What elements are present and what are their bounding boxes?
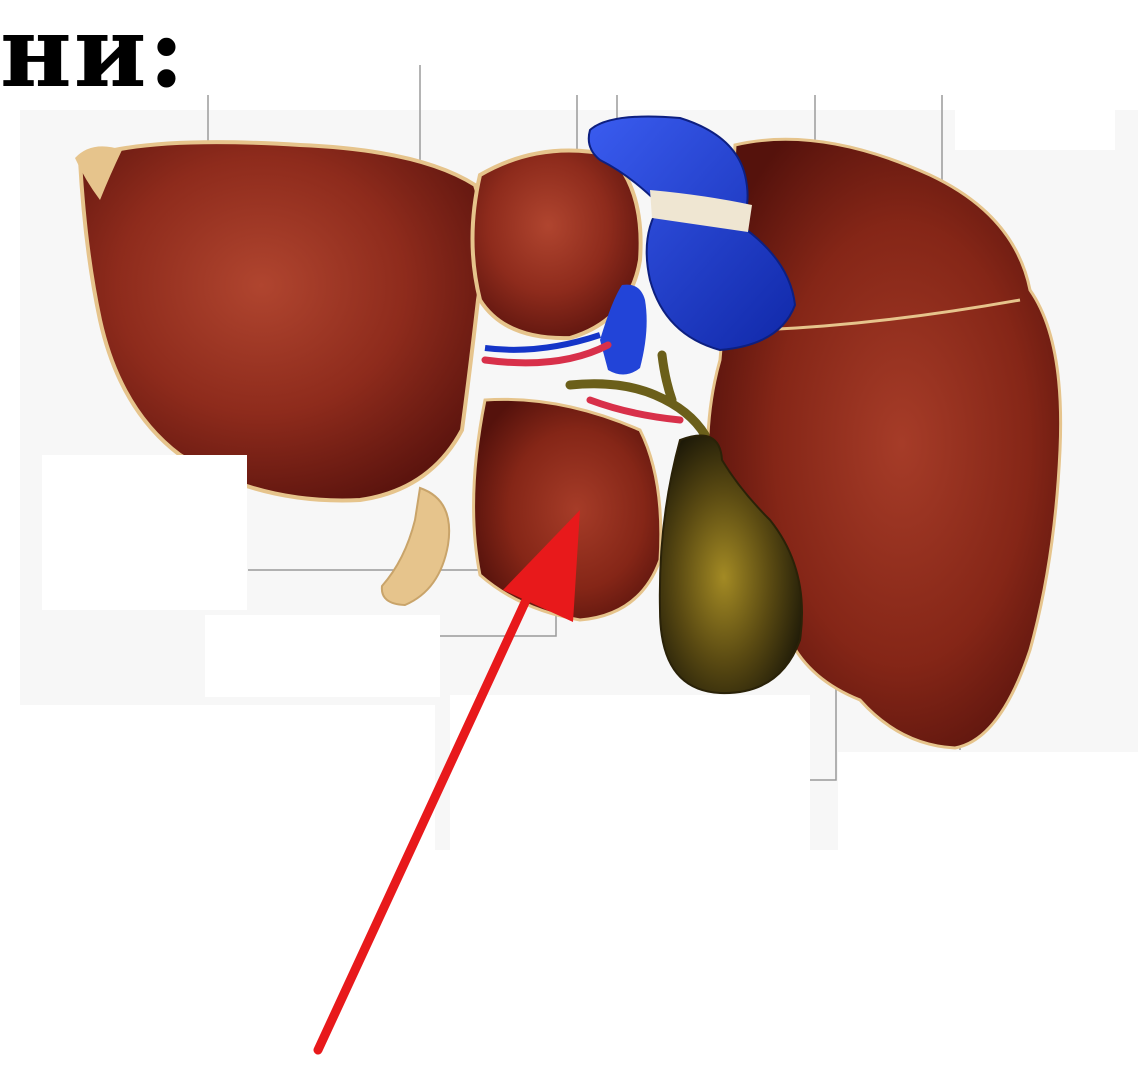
page-title: ни: xyxy=(0,4,187,102)
